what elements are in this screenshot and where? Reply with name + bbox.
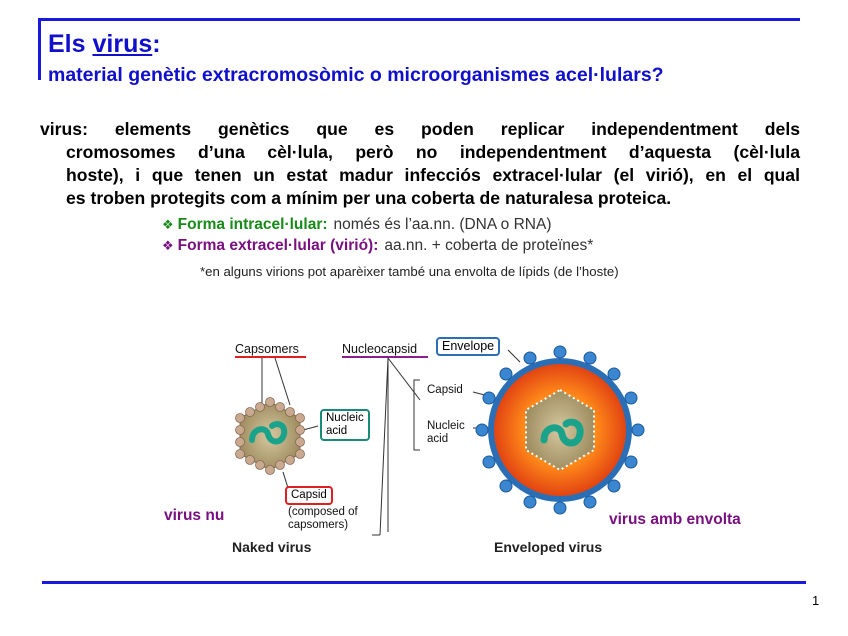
page-number: 1 <box>812 593 819 608</box>
envelope-label-box: Envelope <box>436 337 500 356</box>
enveloped-virus-illustration <box>476 346 644 514</box>
naked-virus-illustration <box>236 398 305 475</box>
capsid-box-left: Capsid <box>285 486 333 505</box>
enveloped-virus-caption: Enveloped virus <box>494 539 602 555</box>
capsid-label-right: Capsid <box>427 384 463 397</box>
naked-virus-caption: Naked virus <box>232 539 311 555</box>
virus-nu-label: virus nu <box>164 507 224 525</box>
virus-amb-envolta-label: virus amb envolta <box>609 511 741 529</box>
capsomers-label: Capsomers <box>235 343 299 356</box>
bottom-rule <box>42 581 806 584</box>
nucleocapsid-label: Nucleocapsid <box>342 343 417 356</box>
